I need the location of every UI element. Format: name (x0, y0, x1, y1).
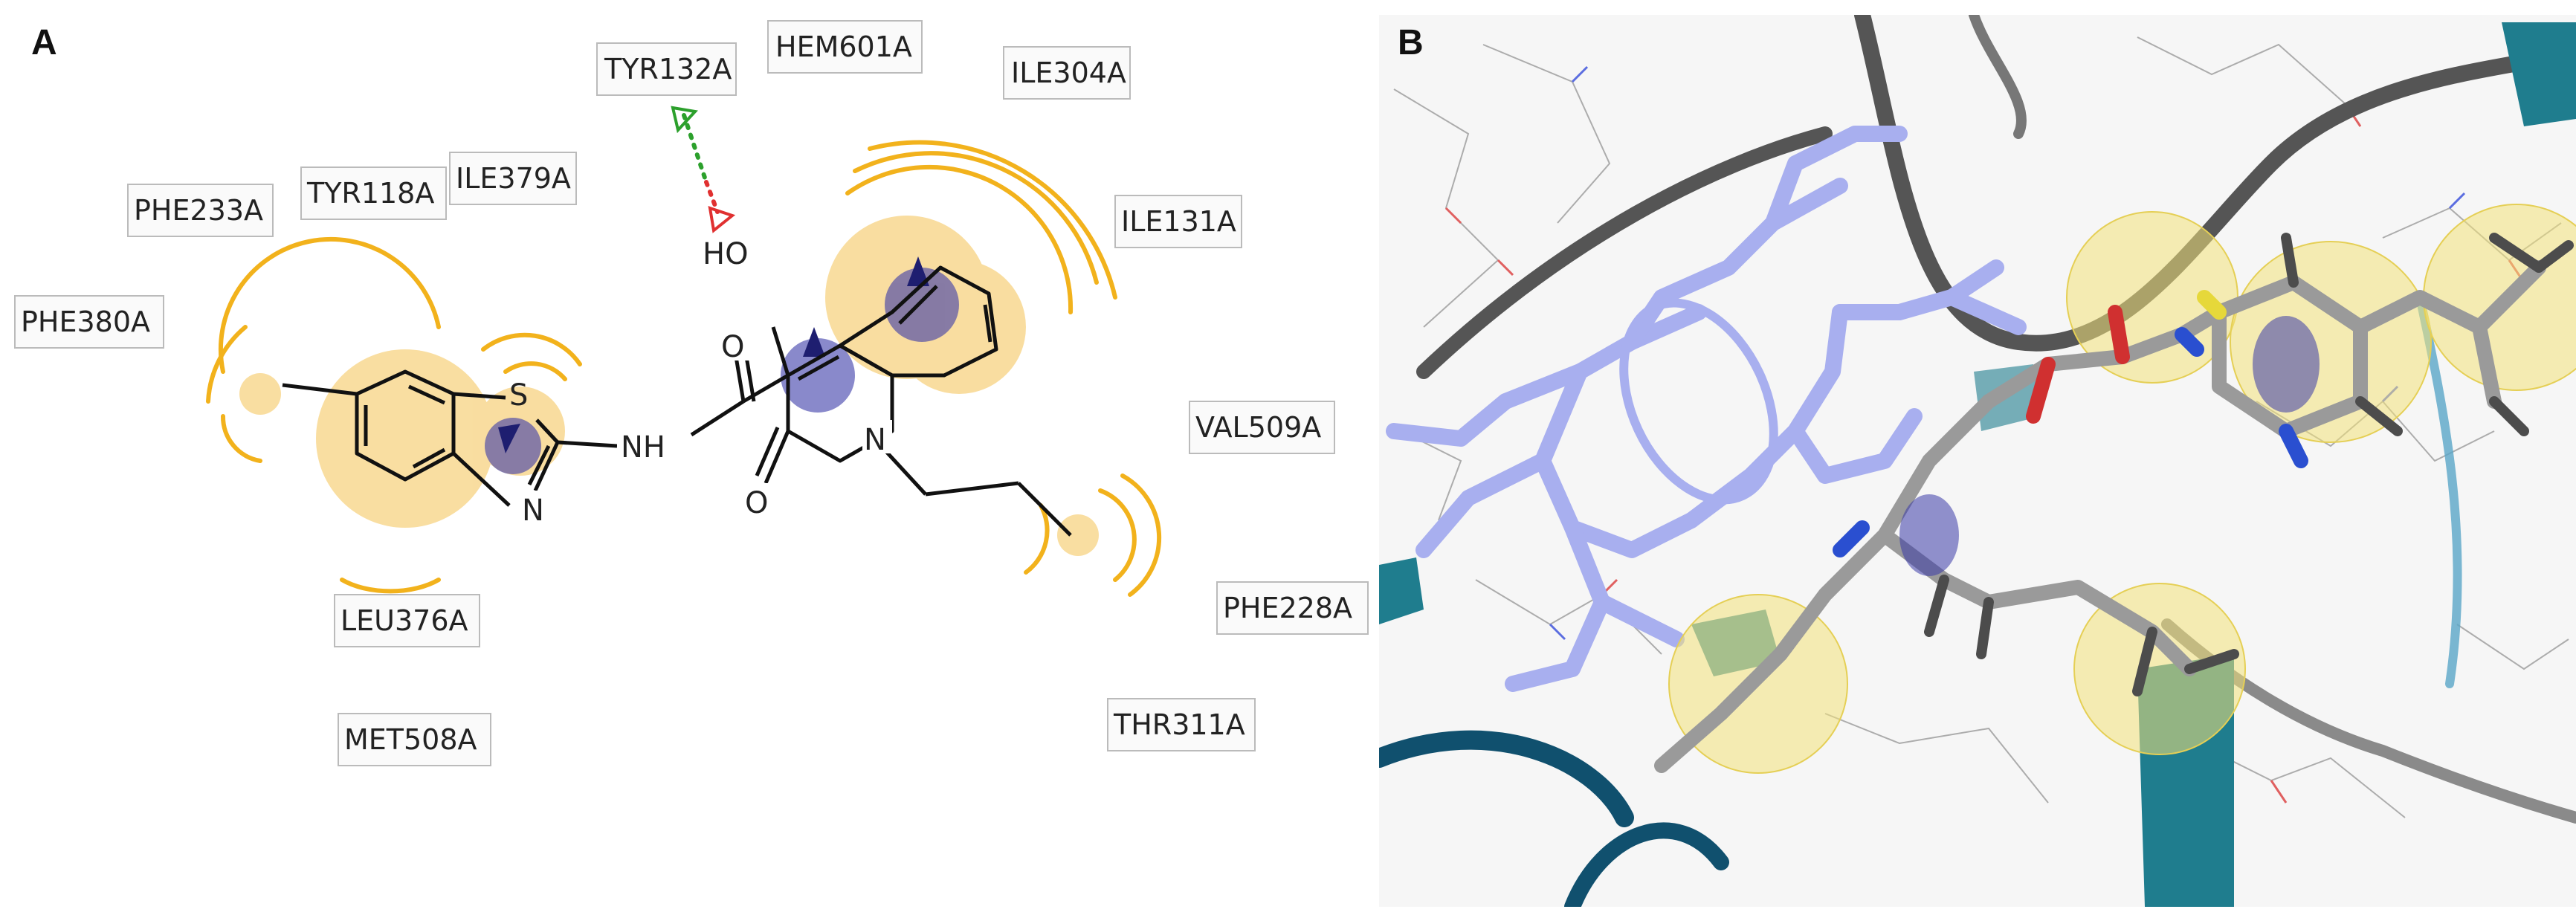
svg-text:VAL509A: VAL509A (1195, 411, 1321, 444)
panel-a-letter: A (31, 23, 57, 62)
aromatic-markers-3d (1899, 316, 2320, 576)
atom-o-keto: O (745, 486, 768, 520)
hbond-interaction (671, 106, 736, 233)
svg-text:TYR132A: TYR132A (604, 53, 732, 85)
residue-label-ile379a: ILE379A (449, 152, 577, 205)
atom-n-thiazole: N (522, 494, 544, 528)
residue-label-met508a: MET508A (338, 713, 491, 766)
atom-ho: HO (703, 237, 749, 271)
acceptor-arrow-icon (708, 206, 736, 233)
residue-label-thr311a: THR311A (1107, 698, 1256, 751)
svg-text:HEM601A: HEM601A (775, 30, 912, 63)
hydrophobic-halos (239, 216, 1099, 556)
residue-label-tyr132a: TYR132A (596, 42, 737, 96)
residue-labels: TYR132A HEM601A ILE304A PHE233A TYR118A … (14, 20, 1369, 766)
ligand-hydrogens (1924, 233, 2574, 696)
svg-text:TYR118A: TYR118A (306, 177, 434, 210)
svg-text:MET508A: MET508A (344, 723, 477, 756)
residue-label-phe233a: PHE233A (127, 184, 274, 237)
hydrophobic-arcs (206, 140, 1162, 597)
residue-label-tyr118a: TYR118A (300, 166, 447, 220)
atom-n-ring: N (864, 423, 886, 457)
svg-text:ILE131A: ILE131A (1121, 205, 1236, 238)
residue-label-ile131a: ILE131A (1114, 195, 1242, 248)
residue-label-hem601a: HEM601A (767, 20, 923, 74)
atom-nh: NH (621, 430, 665, 465)
svg-text:PHE228A: PHE228A (1223, 592, 1352, 624)
svg-text:ILE304A: ILE304A (1011, 56, 1126, 89)
heme-center-ring (1619, 298, 1778, 505)
panel-b-letter: B (1398, 23, 1424, 62)
heme-group (1386, 126, 2027, 692)
atom-s: S (509, 378, 528, 413)
residue-label-ile304a: ILE304A (1003, 46, 1131, 100)
docking-3d-render (1379, 15, 2576, 907)
aromatic-arrows (498, 256, 929, 453)
residue-label-leu376a: LEU376A (334, 594, 480, 647)
residue-label-val509a: VAL509A (1189, 401, 1335, 454)
interaction-diagram: HO S N NH N O O TYR132A HEM601A ILE304A … (14, 20, 1369, 766)
ligand-heteroatoms (1833, 290, 2308, 557)
aromatic-discs (485, 268, 959, 474)
svg-text:THR311A: THR311A (1113, 708, 1245, 741)
molecule-skeleton (282, 265, 1072, 537)
residue-label-phe380a: PHE380A (14, 295, 164, 349)
svg-text:LEU376A: LEU376A (340, 604, 468, 637)
donor-arrow-icon (671, 106, 698, 134)
svg-text:PHE380A: PHE380A (21, 305, 150, 338)
svg-text:PHE233A: PHE233A (134, 194, 263, 227)
atom-o-amide: O (721, 330, 744, 364)
atom-labels: HO S N NH N O O (509, 234, 892, 528)
svg-text:ILE379A: ILE379A (456, 162, 571, 195)
residue-label-phe228a: PHE228A (1216, 581, 1369, 635)
